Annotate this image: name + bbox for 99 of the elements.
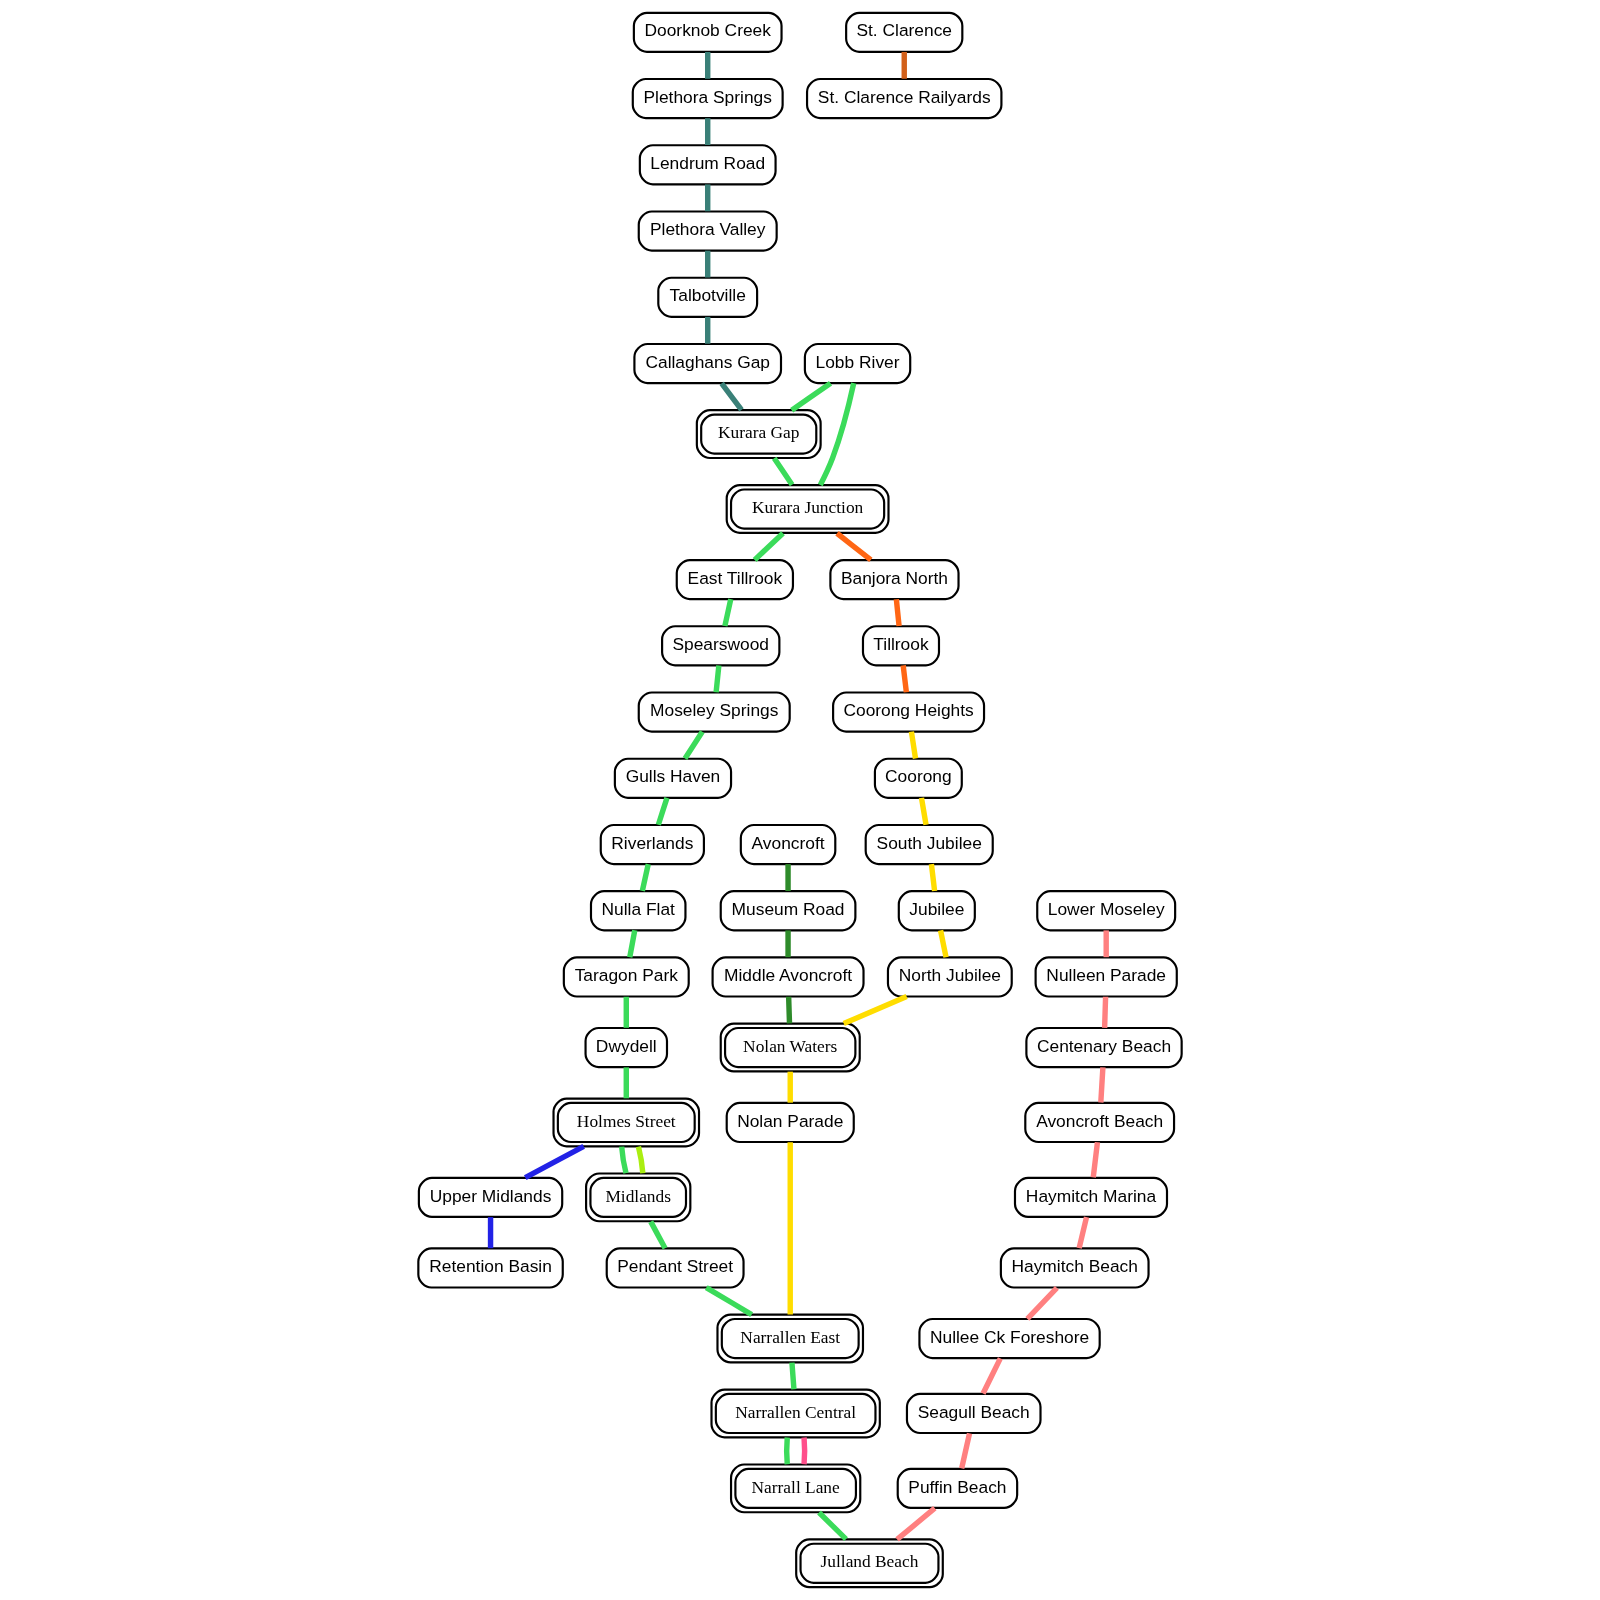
node-box: Pendant Street <box>605 1247 745 1289</box>
connector <box>908 731 919 759</box>
connector <box>704 1285 754 1317</box>
node-box: Coorong <box>873 757 963 799</box>
node-box: Puffin Beach <box>896 1467 1019 1510</box>
node-box: Plethora Springs <box>631 77 784 120</box>
connector <box>635 1145 646 1174</box>
node-box: Nolan Waters <box>719 1022 861 1073</box>
node-box: Midlands <box>585 1172 692 1223</box>
connector <box>789 1362 797 1390</box>
node-box: Holmes Street <box>552 1097 701 1148</box>
connector <box>1101 996 1109 1028</box>
connector <box>623 1067 629 1099</box>
connector <box>655 797 670 826</box>
connector <box>627 929 638 958</box>
node-box: Narrallen East <box>716 1313 865 1364</box>
connector <box>900 665 910 693</box>
node-box: Jubilee <box>897 890 976 932</box>
node-box: Upper Midlands <box>417 1176 564 1219</box>
connector <box>648 1220 668 1250</box>
connector <box>787 1142 793 1315</box>
node-box: South Jubilee <box>864 823 994 866</box>
connector <box>1076 1216 1090 1249</box>
connector <box>752 531 785 562</box>
connector <box>893 598 902 627</box>
node-box: St. Clarence Railyards <box>805 77 1003 120</box>
node-box: Banjora North <box>829 558 960 601</box>
connector <box>705 51 711 79</box>
connector <box>937 929 949 958</box>
node-box: Seagull Beach <box>905 1392 1042 1435</box>
connector <box>785 864 791 891</box>
connector <box>980 1357 1003 1395</box>
node-box: Haymitch Marina <box>1013 1176 1169 1219</box>
node-box: Moseley Springs <box>637 691 791 733</box>
node-box: Talbotville <box>657 276 759 318</box>
connector <box>901 51 907 79</box>
connector <box>787 1071 793 1103</box>
node-box: Taragon Park <box>562 956 690 998</box>
node-box: Spearswood <box>661 625 781 667</box>
connector <box>1098 1067 1106 1103</box>
node-box: Gulls Haven <box>613 757 733 799</box>
node-box: Kurara Junction <box>725 484 890 534</box>
node-box: Julland Beach <box>795 1538 944 1589</box>
connector <box>1103 930 1109 958</box>
connector <box>771 456 795 487</box>
node-box: Tillrook <box>861 625 941 667</box>
node-box: Nulleen Parade <box>1034 956 1178 998</box>
node-box: Nulla Flat <box>589 890 687 932</box>
node-box: Avoncroft <box>739 823 837 866</box>
connector <box>705 184 711 212</box>
connector <box>523 1144 585 1181</box>
connector <box>618 1146 629 1174</box>
connector <box>790 381 833 413</box>
node-box: Museum Road <box>719 890 857 932</box>
connector <box>682 730 705 760</box>
connector <box>722 598 734 627</box>
connector <box>842 994 908 1027</box>
connector <box>817 382 857 487</box>
connector <box>623 996 629 1028</box>
node-box: Coorong Heights <box>832 691 986 733</box>
connector <box>785 930 791 958</box>
node-box: St. Clarence <box>845 11 964 53</box>
connector <box>487 1217 494 1249</box>
connector <box>801 1437 808 1465</box>
connector <box>928 863 938 892</box>
node-box: Nolan Parade <box>725 1101 855 1144</box>
connector <box>785 996 793 1024</box>
connector <box>705 250 711 278</box>
connector <box>705 118 711 145</box>
node-box: Lobb River <box>803 342 912 385</box>
connector <box>918 797 929 826</box>
node-box: Retention Basin <box>417 1247 564 1289</box>
node-box: Plethora Valley <box>637 210 778 252</box>
node-box: Lendrum Road <box>638 144 777 186</box>
connector <box>705 316 711 344</box>
connector <box>639 863 651 892</box>
node-box: Middle Avoncroft <box>711 956 865 998</box>
connector <box>784 1437 790 1465</box>
node-box: Narrallen Central <box>710 1388 881 1439</box>
connector <box>895 1506 937 1542</box>
node-box: North Jubilee <box>886 956 1013 998</box>
node-box: East Tillrook <box>675 558 795 601</box>
node-box: Centenary Beach <box>1025 1026 1183 1069</box>
node-box: Callaghans Gap <box>633 342 783 385</box>
node-box: Avoncroft Beach <box>1024 1101 1176 1144</box>
node-box: Haymitch Beach <box>999 1247 1150 1289</box>
node-box: Dwydell <box>584 1026 669 1069</box>
node-box: Riverlands <box>599 823 705 866</box>
connector <box>1090 1141 1101 1178</box>
node-box: Lower Moseley <box>1036 890 1177 932</box>
connector <box>719 381 744 412</box>
connector <box>817 1510 848 1542</box>
node-box: Doorknob Creek <box>632 11 783 53</box>
node-box: Kurara Gap <box>695 409 822 460</box>
connector <box>959 1432 973 1469</box>
node-box: Nullee Ck Foreshore <box>918 1317 1101 1360</box>
node-box: Narrall Lane <box>729 1463 862 1514</box>
connector <box>1025 1285 1059 1321</box>
connector <box>713 665 722 693</box>
